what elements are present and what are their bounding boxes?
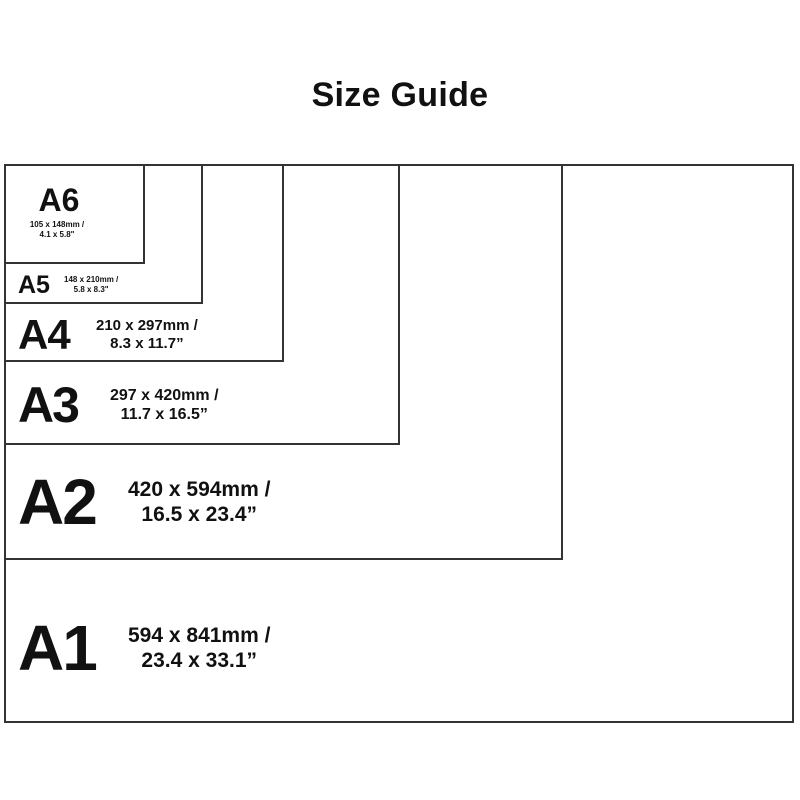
size-metric-a1: 594 x 841mm / — [128, 623, 271, 647]
size-metric-a2: 420 x 594mm / — [128, 477, 271, 501]
size-dims-a4: 210 x 297mm / 8.3 x 11.7” — [96, 317, 198, 353]
size-dims-a5: 148 x 210mm / 5.8 x 8.3" — [64, 275, 118, 294]
label-a4: A4 210 x 297mm / 8.3 x 11.7” — [18, 312, 198, 358]
label-a2: A2 420 x 594mm / 16.5 x 23.4” — [18, 466, 270, 538]
label-a3: A3 297 x 420mm / 11.7 x 16.5” — [18, 378, 219, 432]
size-metric-a6: 105 x 148mm / — [29, 220, 85, 229]
size-name-a1: A1 — [18, 612, 98, 684]
size-metric-a4: 210 x 297mm / — [96, 317, 198, 334]
size-imperial-a6: 4.1 x 5.8" — [39, 229, 75, 239]
size-imperial-a2: 16.5 x 23.4” — [141, 503, 258, 526]
size-name-a3: A3 — [18, 377, 80, 433]
size-name-a5: A5 — [18, 270, 50, 299]
size-dims-a6: 105 x 148mm / 4.1 x 5.8" — [30, 220, 84, 239]
size-name-a6: A6 — [38, 182, 80, 218]
size-imperial-a1: 23.4 x 33.1” — [141, 649, 258, 672]
size-imperial-a3: 11.7 x 16.5” — [120, 406, 208, 423]
size-dims-a3: 297 x 420mm / 11.7 x 16.5” — [110, 386, 219, 424]
size-dims-a2: 420 x 594mm / 16.5 x 23.4” — [128, 477, 270, 527]
label-a6: A6 105 x 148mm / 4.1 x 5.8" — [14, 184, 134, 239]
size-name-a2: A2 — [18, 466, 98, 538]
size-metric-a5: 148 x 210mm / — [64, 275, 119, 285]
size-imperial-a5: 5.8 x 8.3" — [73, 285, 109, 294]
size-metric-a3: 297 x 420mm / — [110, 386, 219, 404]
size-imperial-a4: 8.3 x 11.7” — [110, 335, 184, 352]
label-a5: A5 148 x 210mm / 5.8 x 8.3" — [18, 270, 118, 300]
sheet-a6 — [4, 164, 145, 264]
page-title: Size Guide — [311, 76, 489, 114]
size-dims-a1: 594 x 841mm / 23.4 x 33.1” — [128, 623, 270, 673]
label-a1: A1 594 x 841mm / 23.4 x 33.1” — [18, 612, 270, 684]
size-name-a4: A4 — [18, 311, 71, 358]
